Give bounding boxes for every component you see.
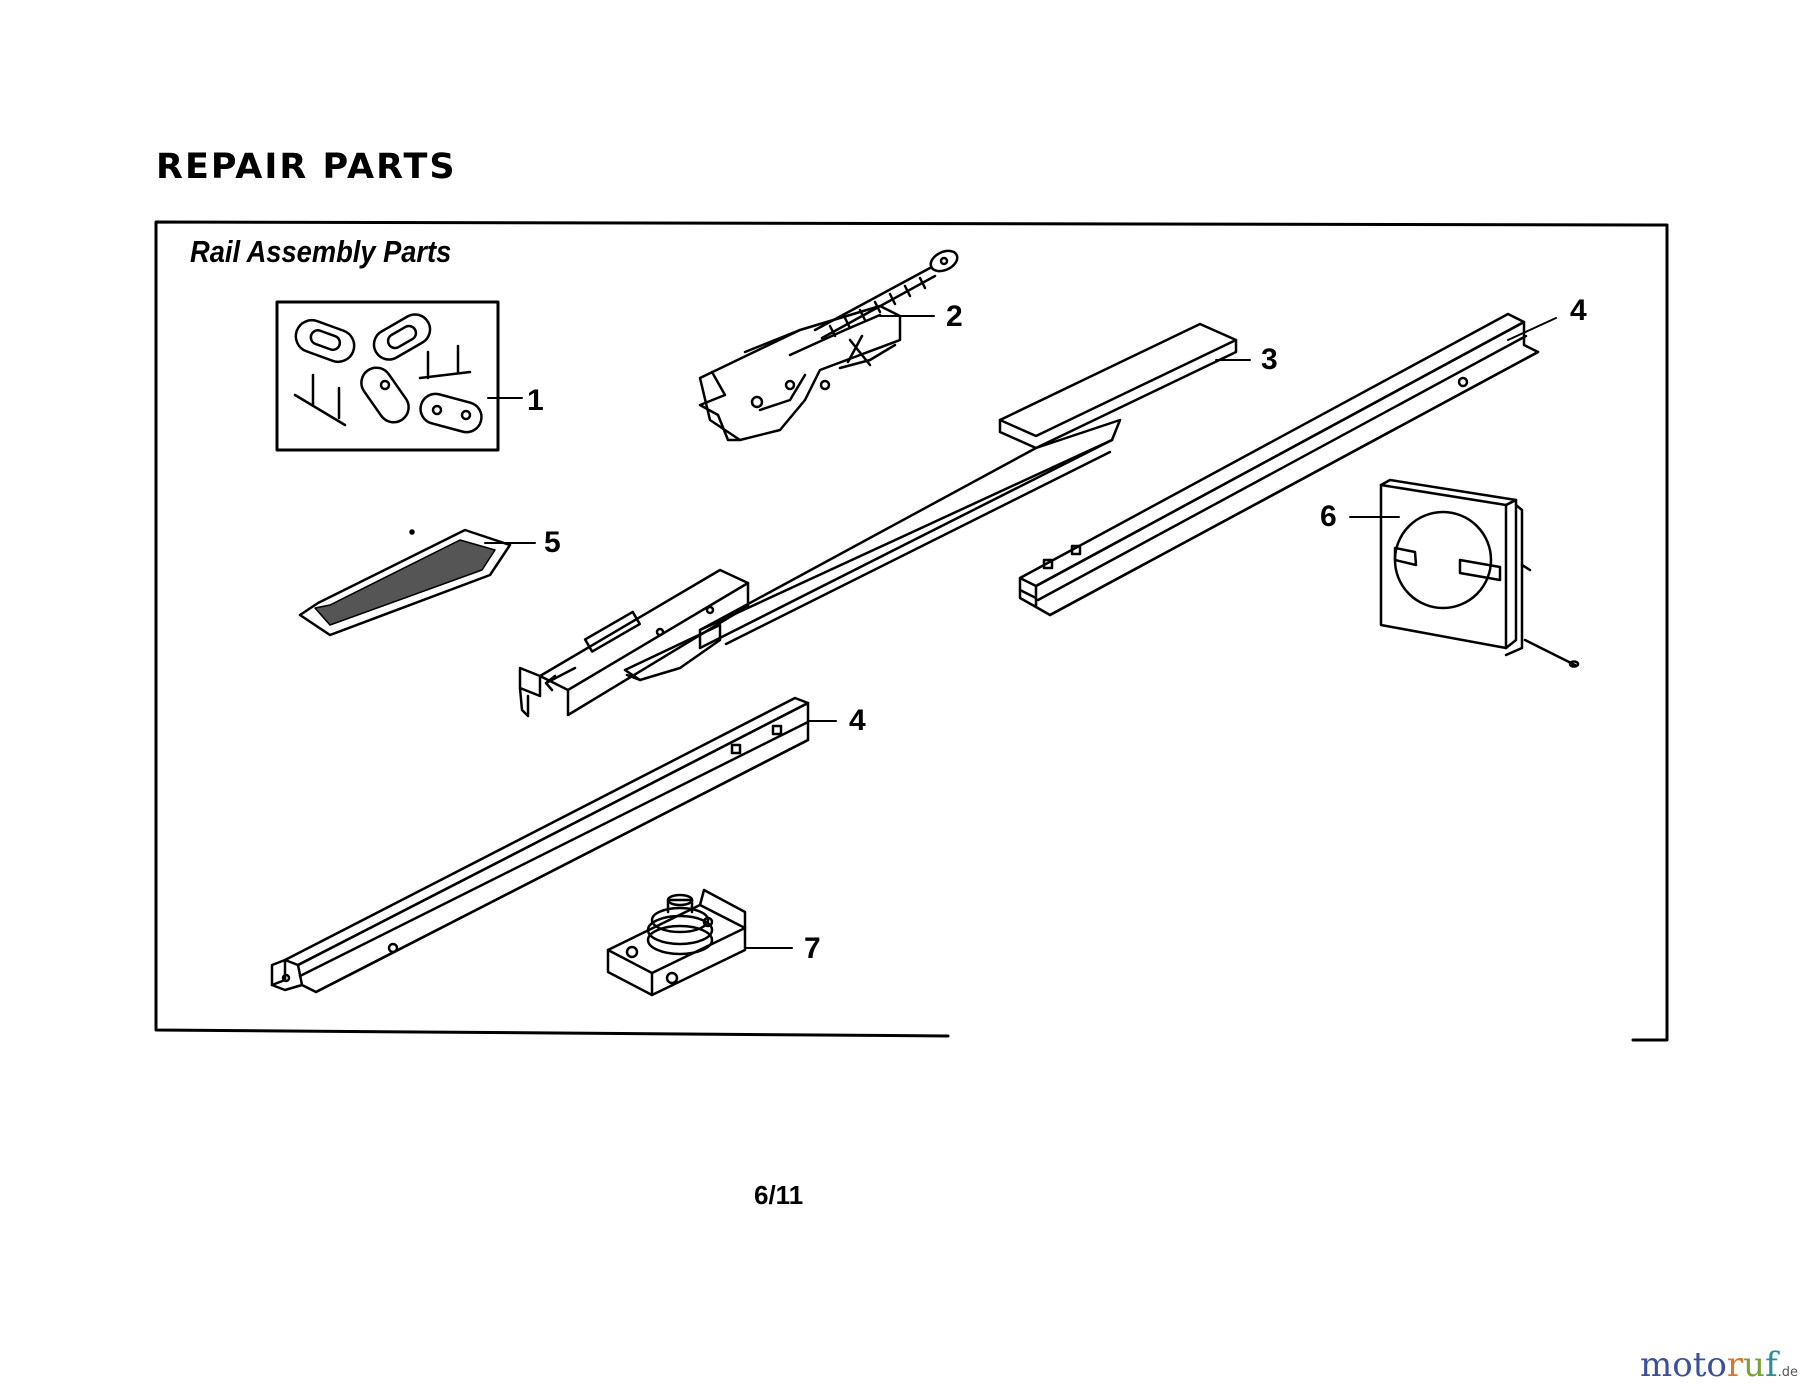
watermark-letter: r: [1726, 1345, 1744, 1385]
leader-lines: [484, 315, 1557, 949]
master-link-kit-drawing: [275, 300, 500, 452]
watermark-letter: o: [1706, 1345, 1727, 1385]
page-title: REPAIR PARTS: [156, 147, 457, 187]
chain-assembly-drawing: [1379, 478, 1580, 668]
idler-pulley-drawing: [606, 888, 747, 997]
rail-section-lower-drawing: [270, 696, 810, 994]
front-rail-section-drawing: [518, 322, 1238, 718]
trolley-assembly-drawing: [698, 249, 959, 442]
watermark-letter: u: [1743, 1345, 1766, 1385]
watermark-letter: o: [1672, 1345, 1693, 1385]
callout-5: 5: [544, 526, 561, 559]
callout-4-lower: 4: [849, 704, 866, 737]
callout-4-upper: 4: [1570, 294, 1587, 327]
watermark-letter: f: [1765, 1345, 1778, 1385]
watermark-logo: motoruf.de: [1640, 1348, 1798, 1382]
callout-2: 2: [946, 300, 963, 333]
callout-3: 3: [1261, 343, 1278, 376]
callout-1: 1: [527, 384, 544, 417]
watermark-suffix: .de: [1777, 1365, 1799, 1380]
callout-7: 7: [804, 932, 821, 965]
rail-section-upper-drawing: [1018, 312, 1540, 617]
parts-frame: [154, 220, 1669, 1042]
watermark-letter: m: [1640, 1345, 1673, 1385]
callout-6: 6: [1320, 500, 1337, 533]
section-title: Rail Assembly Parts: [190, 234, 452, 269]
page-number: 6/11: [754, 1180, 804, 1210]
watermark-letter: t: [1692, 1345, 1707, 1385]
lubricant-packet-drawing: [298, 528, 512, 637]
